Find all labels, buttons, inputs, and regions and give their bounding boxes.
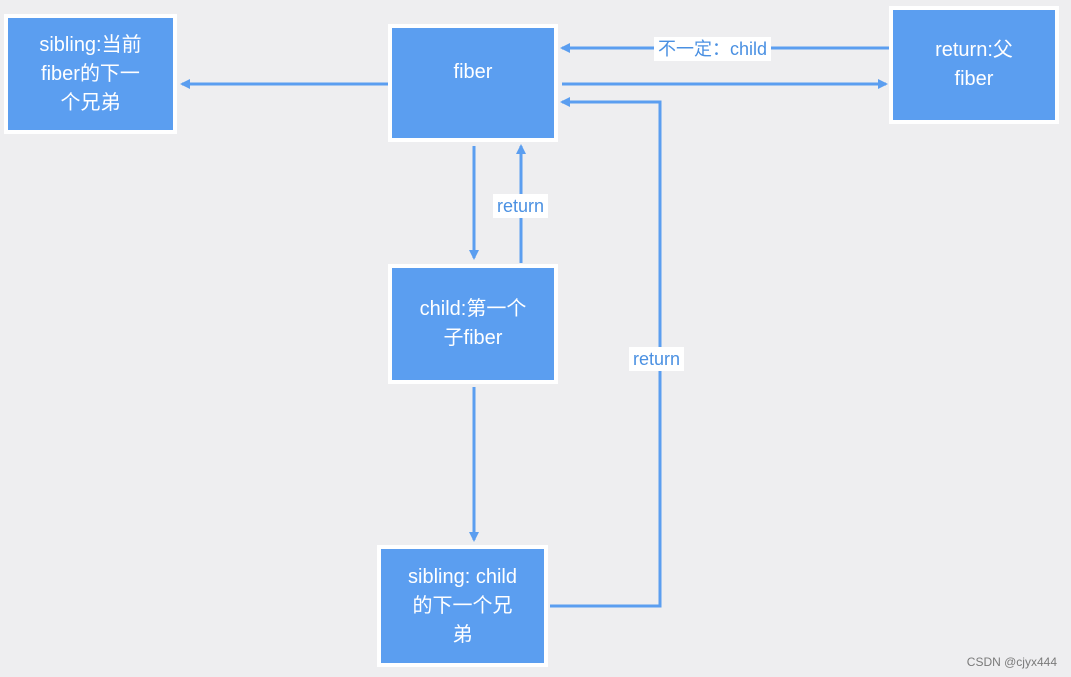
edge-label-child-sibling-to-fiber: return: [629, 347, 685, 371]
node-parent-label: return:父 fiber: [935, 39, 1013, 90]
edge-label-parent-to-fiber: 不一定：child: [654, 37, 772, 61]
watermark: CSDN @cjyx444: [966, 655, 1057, 669]
node-child: child:第一个 子fiber: [388, 264, 558, 384]
node-child-label: child:第一个 子fiber: [419, 298, 527, 349]
node-fiber: fiber: [388, 24, 558, 142]
node-fiber-label: fiber: [453, 61, 493, 83]
node-sibling: sibling:当前 fiber的下一 个兄弟: [4, 14, 177, 134]
edge-label-child-to-fiber: return: [493, 194, 549, 218]
node-parent: return:父 fiber: [889, 6, 1059, 124]
node-child-sibling-label: sibling: child 的下一个兄 弟: [408, 565, 517, 646]
node-sibling-label: sibling:当前 fiber的下一 个兄弟: [39, 33, 142, 114]
node-child-sibling: sibling: child 的下一个兄 弟: [377, 545, 548, 667]
